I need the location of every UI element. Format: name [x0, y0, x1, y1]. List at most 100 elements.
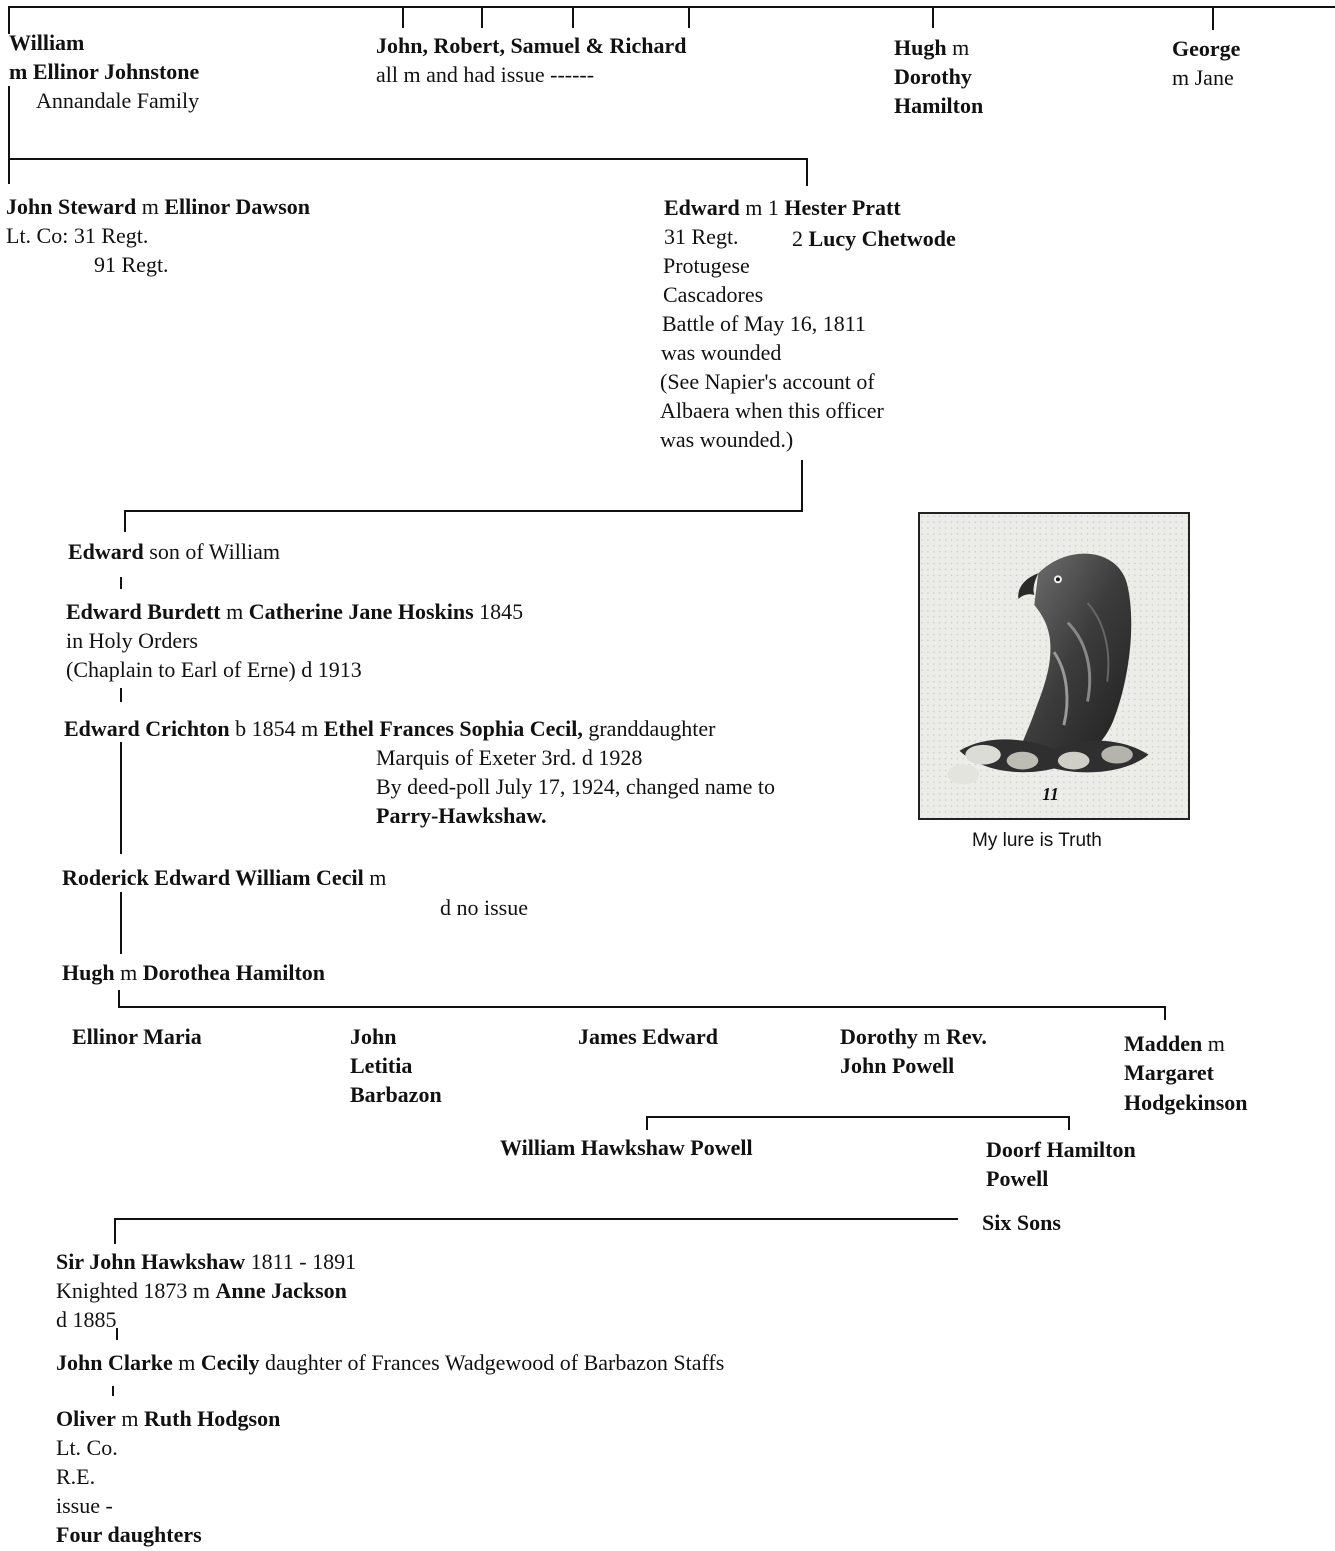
edward-crichton-entry: Edward Crichton b 1854 m Ethel Frances S… [64, 714, 715, 743]
powell-doorf-line1: Doorf Hamilton [986, 1135, 1136, 1164]
edward-crichton-deedpoll: By deed-poll July 17, 1924, changed name… [376, 774, 775, 799]
child-madden-spouse2: Hodgekinson [1124, 1088, 1248, 1117]
john-steward-rank: Lt. Co: 31 Regt. [6, 223, 149, 248]
child-letitia-name: Letitia [350, 1053, 413, 1078]
hugh1-name: Hugh [894, 35, 947, 60]
edward-descent-line [801, 460, 803, 512]
william-spouse-text: m Ellinor Johnstone [9, 59, 200, 84]
tick-john-clarke [116, 1328, 118, 1340]
john-steward-name: John Steward [6, 194, 137, 219]
powell-william: William Hawkshaw Powell [500, 1133, 753, 1162]
george-entry: George [1172, 34, 1240, 63]
oliver-rank: Lt. Co. [56, 1435, 118, 1460]
top-rule [8, 6, 1335, 8]
edward-burdett-year: 1845 [473, 599, 524, 624]
william-entry: William [9, 28, 84, 57]
john-steward-regt: 91 Regt. [94, 252, 169, 277]
roderick-m: m [363, 865, 387, 890]
oliver-corps: R.E. [56, 1464, 96, 1489]
george-spouse: m Jane [1172, 65, 1234, 90]
child-dorothy-spouse2: John Powell [840, 1053, 955, 1078]
edward-spouse1: Hester Pratt [784, 195, 901, 220]
george-name: George [1172, 36, 1241, 61]
edward-note-4: (See Napier's account of [660, 369, 875, 394]
john-steward-entry: John Steward m Ellinor Dawson [6, 192, 310, 221]
hugh2-m: m [114, 960, 143, 985]
william-descent-line [8, 86, 10, 184]
edward-second-marriage: 2 Lucy Chetwode [792, 224, 956, 253]
edward-regt: 31 Regt. [664, 224, 739, 249]
william-note: Annandale Family [36, 88, 200, 113]
powell-left-tick [646, 1116, 648, 1130]
edward-m2: 2 [792, 226, 809, 251]
edward-name: Edward [664, 195, 740, 220]
hugh1-spouse1: Dorothy [894, 62, 972, 91]
child-james: James Edward [578, 1022, 718, 1051]
edward-note-3: was wounded [661, 340, 782, 365]
john-clarke-entry: John Clarke m Cecily daughter of Frances… [56, 1348, 724, 1377]
edward-burdett-spouse: Catherine Jane Hoskins [248, 599, 474, 624]
hugh1-spouse2-text: Hamilton [894, 93, 984, 118]
hugh2-spouse: Dorothea Hamilton [142, 960, 326, 985]
edward-crichton-name: Edward Crichton [64, 716, 230, 741]
william-spouse: m Ellinor Johnstone [9, 57, 199, 86]
child-madden-m: m [1202, 1031, 1225, 1056]
brothers-note: all m and had issue ------ [376, 62, 595, 87]
sir-john-years: 1811 - 1891 [245, 1249, 357, 1274]
powell-right-tick [1068, 1116, 1070, 1130]
edward-son-entry: Edward son of William [68, 537, 280, 566]
six-sons-bracket [114, 1218, 958, 1220]
powell-doorf-surname: Powell [986, 1166, 1049, 1191]
child-dorothy-m: m [917, 1024, 946, 1049]
oliver-issue: issue - [56, 1493, 113, 1518]
edward-drop [806, 158, 808, 186]
crichton-descent-line [120, 742, 122, 854]
edward-burdett-chaplain: (Chaplain to Earl of Erne) d 1913 [66, 657, 362, 682]
sir-john-knighted-text: Knighted 1873 m [56, 1278, 216, 1303]
edward-m1: m 1 [739, 195, 785, 220]
child-dorothy: Dorothy m Rev. [840, 1022, 987, 1051]
child-barbazon-name: Barbazon [350, 1082, 442, 1107]
edward-crichton-newname-text: Parry-Hawkshaw. [376, 803, 547, 828]
child-madden-name: Madden [1124, 1031, 1203, 1056]
edward-burdett-name: Edward Burdett [66, 599, 221, 624]
edward-burdett-m: m [220, 599, 249, 624]
powell-doorf-line2: Powell [986, 1164, 1048, 1193]
edward-spouse2: Lucy Chetwode [808, 226, 956, 251]
edward-note-2: Battle of May 16, 1811 [662, 311, 866, 336]
edward-note-5: Albaera when this officer [660, 398, 884, 423]
hugh-children-bracket [118, 1006, 1166, 1008]
john-clarke-rest: daughter of Frances Wadgewood of Barbazo… [259, 1350, 725, 1375]
edward-note-1: Cascadores [663, 282, 764, 307]
child-madden-spouse1-text: Margaret [1124, 1060, 1214, 1085]
hugh-descent-line [118, 990, 120, 1008]
madden-tick [1164, 1006, 1166, 1020]
tick-richard [688, 6, 690, 28]
oliver-m: m [115, 1406, 144, 1431]
roderick-note: d no issue [440, 895, 528, 920]
john-steward-m: m [136, 194, 165, 219]
tick-crichton [120, 688, 122, 702]
sir-john-name: Sir John Hawkshaw [56, 1249, 246, 1274]
edward-entry: Edward m 1 Hester Pratt [664, 193, 901, 222]
hugh1-entry: Hugh m [894, 33, 969, 62]
child-madden-spouse1: Margaret [1124, 1058, 1214, 1087]
child-dorothy-spouse-line: John Powell [840, 1051, 954, 1080]
john-clarke-m: m [172, 1350, 201, 1375]
tick-george [1212, 6, 1214, 30]
child-john-line1: Letitia [350, 1051, 412, 1080]
powell-bracket [646, 1116, 1070, 1118]
hugh1-m: m [946, 35, 970, 60]
child-ellinor: Ellinor Maria [72, 1022, 202, 1051]
edward-note-6: was wounded.) [660, 427, 794, 452]
hugh2-name: Hugh [62, 960, 115, 985]
child-madden: Madden m [1124, 1029, 1225, 1058]
brothers-names-text: John, Robert, Samuel & Richard [376, 33, 687, 58]
roderick-descent-line [120, 892, 122, 954]
edward-son-name: Edward [68, 539, 144, 564]
edward-crichton-born: b 1854 m [229, 716, 324, 741]
crest-image: 11 [918, 512, 1190, 820]
edward-son-rest: son of William [143, 539, 280, 564]
sir-john-spouse: Anne Jackson [215, 1278, 347, 1303]
six-sons-drop [114, 1218, 116, 1244]
